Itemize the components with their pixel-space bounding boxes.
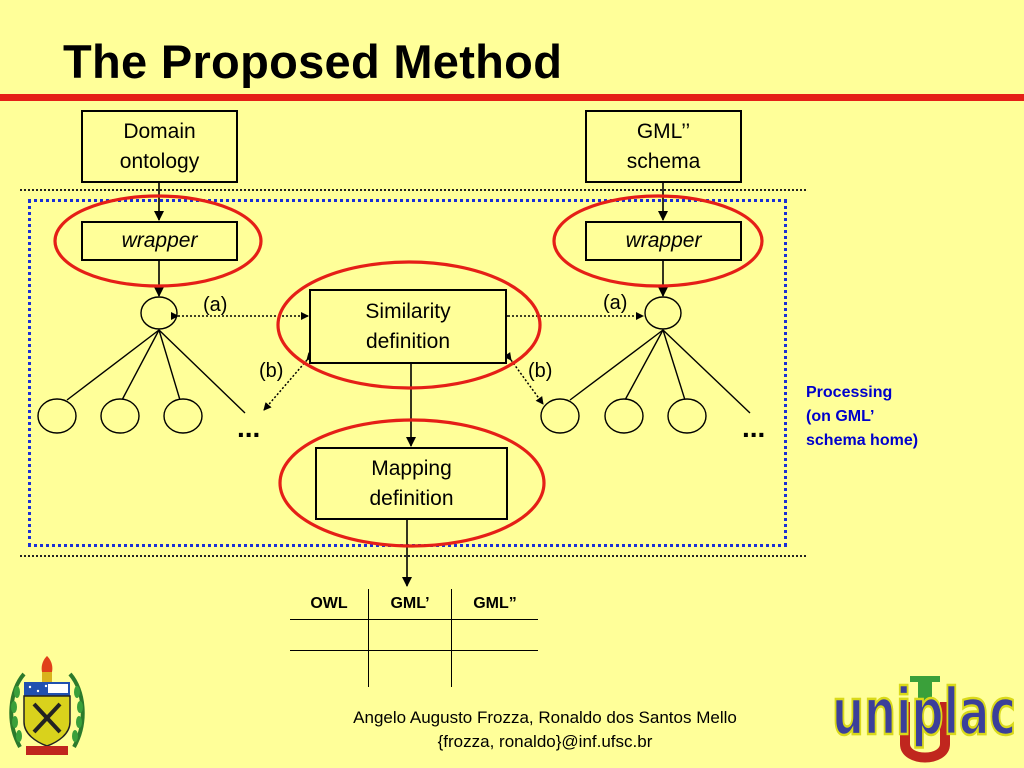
uniplac-logo-icon: uniplac <box>831 675 1017 763</box>
highlight-wrapper-left <box>53 194 263 288</box>
header-owl: OWL <box>290 589 369 620</box>
label-a-left: (a) <box>203 294 228 316</box>
processing-note: Processing (on GML’ schema home) <box>806 384 919 449</box>
domain-ontology-box: Domain ontology <box>81 110 238 183</box>
label-a-right: (a) <box>603 292 628 314</box>
highlight-mapping <box>278 418 546 548</box>
bottom-dotted-divider <box>20 555 806 557</box>
slide-title: The Proposed Method <box>63 35 563 88</box>
footer: Angelo Augusto Frozza, Ronaldo dos Santo… <box>310 706 780 754</box>
top-dotted-divider <box>20 189 806 191</box>
university-crest-icon <box>9 656 85 755</box>
wrapper-left-box: wrapper <box>81 221 238 261</box>
table-cell <box>451 650 538 687</box>
link-b-right <box>503 351 544 405</box>
ellipsis-right: ... <box>742 412 766 443</box>
header-gml-prime: GML’ <box>368 589 452 620</box>
gml-schema-box: GML’’ schema <box>585 110 742 183</box>
tree-right <box>540 296 751 434</box>
table-cell <box>451 619 538 651</box>
title-underline-bar <box>0 94 1024 101</box>
highlight-similarity <box>276 260 542 390</box>
table-cell <box>290 619 369 651</box>
table-cell <box>368 619 452 651</box>
label-b-right: (b) <box>528 360 553 382</box>
highlight-wrapper-right <box>552 194 764 288</box>
table-cell <box>368 650 452 687</box>
mapping-table: OWL GML’ GML” <box>290 589 538 687</box>
ellipsis-left: ... <box>237 412 261 443</box>
uniplac-wordmark: uniplac <box>832 676 1016 750</box>
label-b-left: (b) <box>259 360 284 382</box>
link-b-left <box>263 352 315 411</box>
wrapper-right-box: wrapper <box>585 221 742 261</box>
footer-emails: {frozza, ronaldo}@inf.ufsc.br <box>437 732 653 751</box>
header-gml-double-prime: GML” <box>451 589 538 620</box>
table-cell <box>290 651 369 688</box>
footer-authors: Angelo Augusto Frozza, Ronaldo dos Santo… <box>353 708 737 727</box>
tree-left <box>37 296 246 434</box>
mapping-definition-box: Mapping definition <box>315 447 508 520</box>
similarity-definition-box: Similarity definition <box>309 289 507 364</box>
